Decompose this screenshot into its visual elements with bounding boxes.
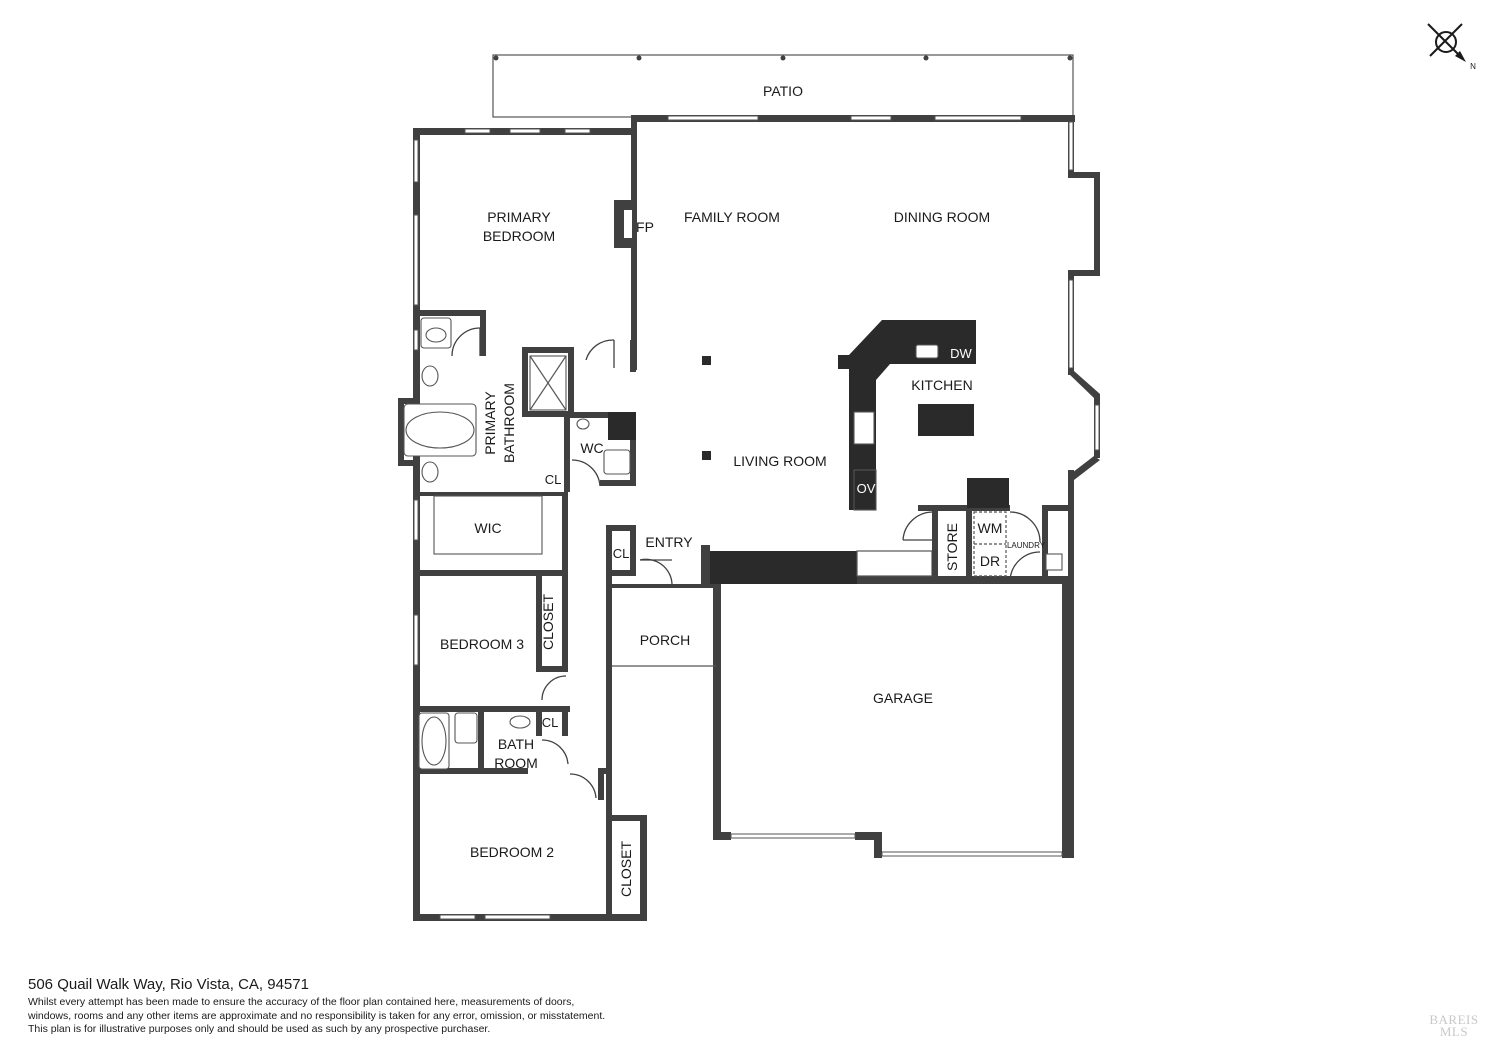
plan-footer: 506 Quail Walk Way, Rio Vista, CA, 94571… bbox=[28, 976, 728, 1037]
label-family-room: FAMILY ROOM bbox=[684, 209, 780, 225]
room-labels: PATIO PRIMARY BEDROOM FP FAMILY ROOM DIN… bbox=[440, 83, 1046, 897]
label-primary-bedroom-2: BEDROOM bbox=[483, 228, 555, 244]
label-oven: OV bbox=[857, 481, 876, 496]
compass-icon: N bbox=[1427, 23, 1476, 71]
label-dishwasher: DW bbox=[950, 346, 972, 361]
label-closet-2: CLOSET bbox=[618, 841, 634, 897]
label-washer: WM bbox=[978, 520, 1003, 536]
label-laundry: LAUNDRY bbox=[1007, 541, 1046, 550]
doors bbox=[434, 327, 1041, 799]
label-store: STORE bbox=[944, 523, 960, 571]
label-bath-room-1: BATH bbox=[498, 736, 534, 752]
label-closet-3: CLOSET bbox=[540, 594, 556, 650]
label-dining-room: DINING ROOM bbox=[894, 209, 990, 225]
label-patio: PATIO bbox=[763, 83, 803, 99]
label-fireplace: FP bbox=[636, 219, 654, 235]
label-primary-bathroom-2: BATHROOM bbox=[501, 383, 517, 463]
label-wic: WIC bbox=[474, 520, 501, 536]
label-primary-bedroom-1: PRIMARY bbox=[487, 209, 551, 225]
watermark-line-2: MLS bbox=[1439, 1024, 1469, 1039]
label-living-room: LIVING ROOM bbox=[733, 453, 826, 469]
label-entry: ENTRY bbox=[645, 534, 693, 550]
windows bbox=[413, 115, 1100, 920]
label-cl-bath: CL bbox=[542, 715, 559, 730]
label-wc: WC bbox=[580, 440, 603, 456]
compass-north-label: N bbox=[1470, 62, 1476, 71]
label-garage: GARAGE bbox=[873, 690, 933, 706]
property-address: 506 Quail Walk Way, Rio Vista, CA, 94571 bbox=[28, 976, 309, 993]
disclaimer-line-3: This plan is for illustrative purposes o… bbox=[28, 1023, 491, 1035]
label-bedroom-3: BEDROOM 3 bbox=[440, 636, 524, 652]
label-kitchen: KITCHEN bbox=[911, 377, 972, 393]
watermark-line-1: BAREIS bbox=[1429, 1012, 1479, 1027]
label-porch: PORCH bbox=[640, 632, 691, 648]
label-dryer: DR bbox=[980, 553, 1000, 569]
disclaimer-line-1: Whilst every attempt has been made to en… bbox=[28, 996, 575, 1008]
bareis-mls-watermark: BAREIS MLS bbox=[1418, 1012, 1490, 1039]
label-cl-entry: CL bbox=[613, 546, 630, 561]
label-bedroom-2: BEDROOM 2 bbox=[470, 844, 554, 860]
disclaimer-line-2: windows, rooms and any other items are a… bbox=[28, 1009, 606, 1022]
label-bath-room-2: ROOM bbox=[494, 755, 538, 771]
fixtures bbox=[403, 317, 1063, 770]
label-cl-primary: CL bbox=[545, 472, 562, 487]
label-primary-bathroom-1: PRIMARY bbox=[482, 391, 498, 455]
